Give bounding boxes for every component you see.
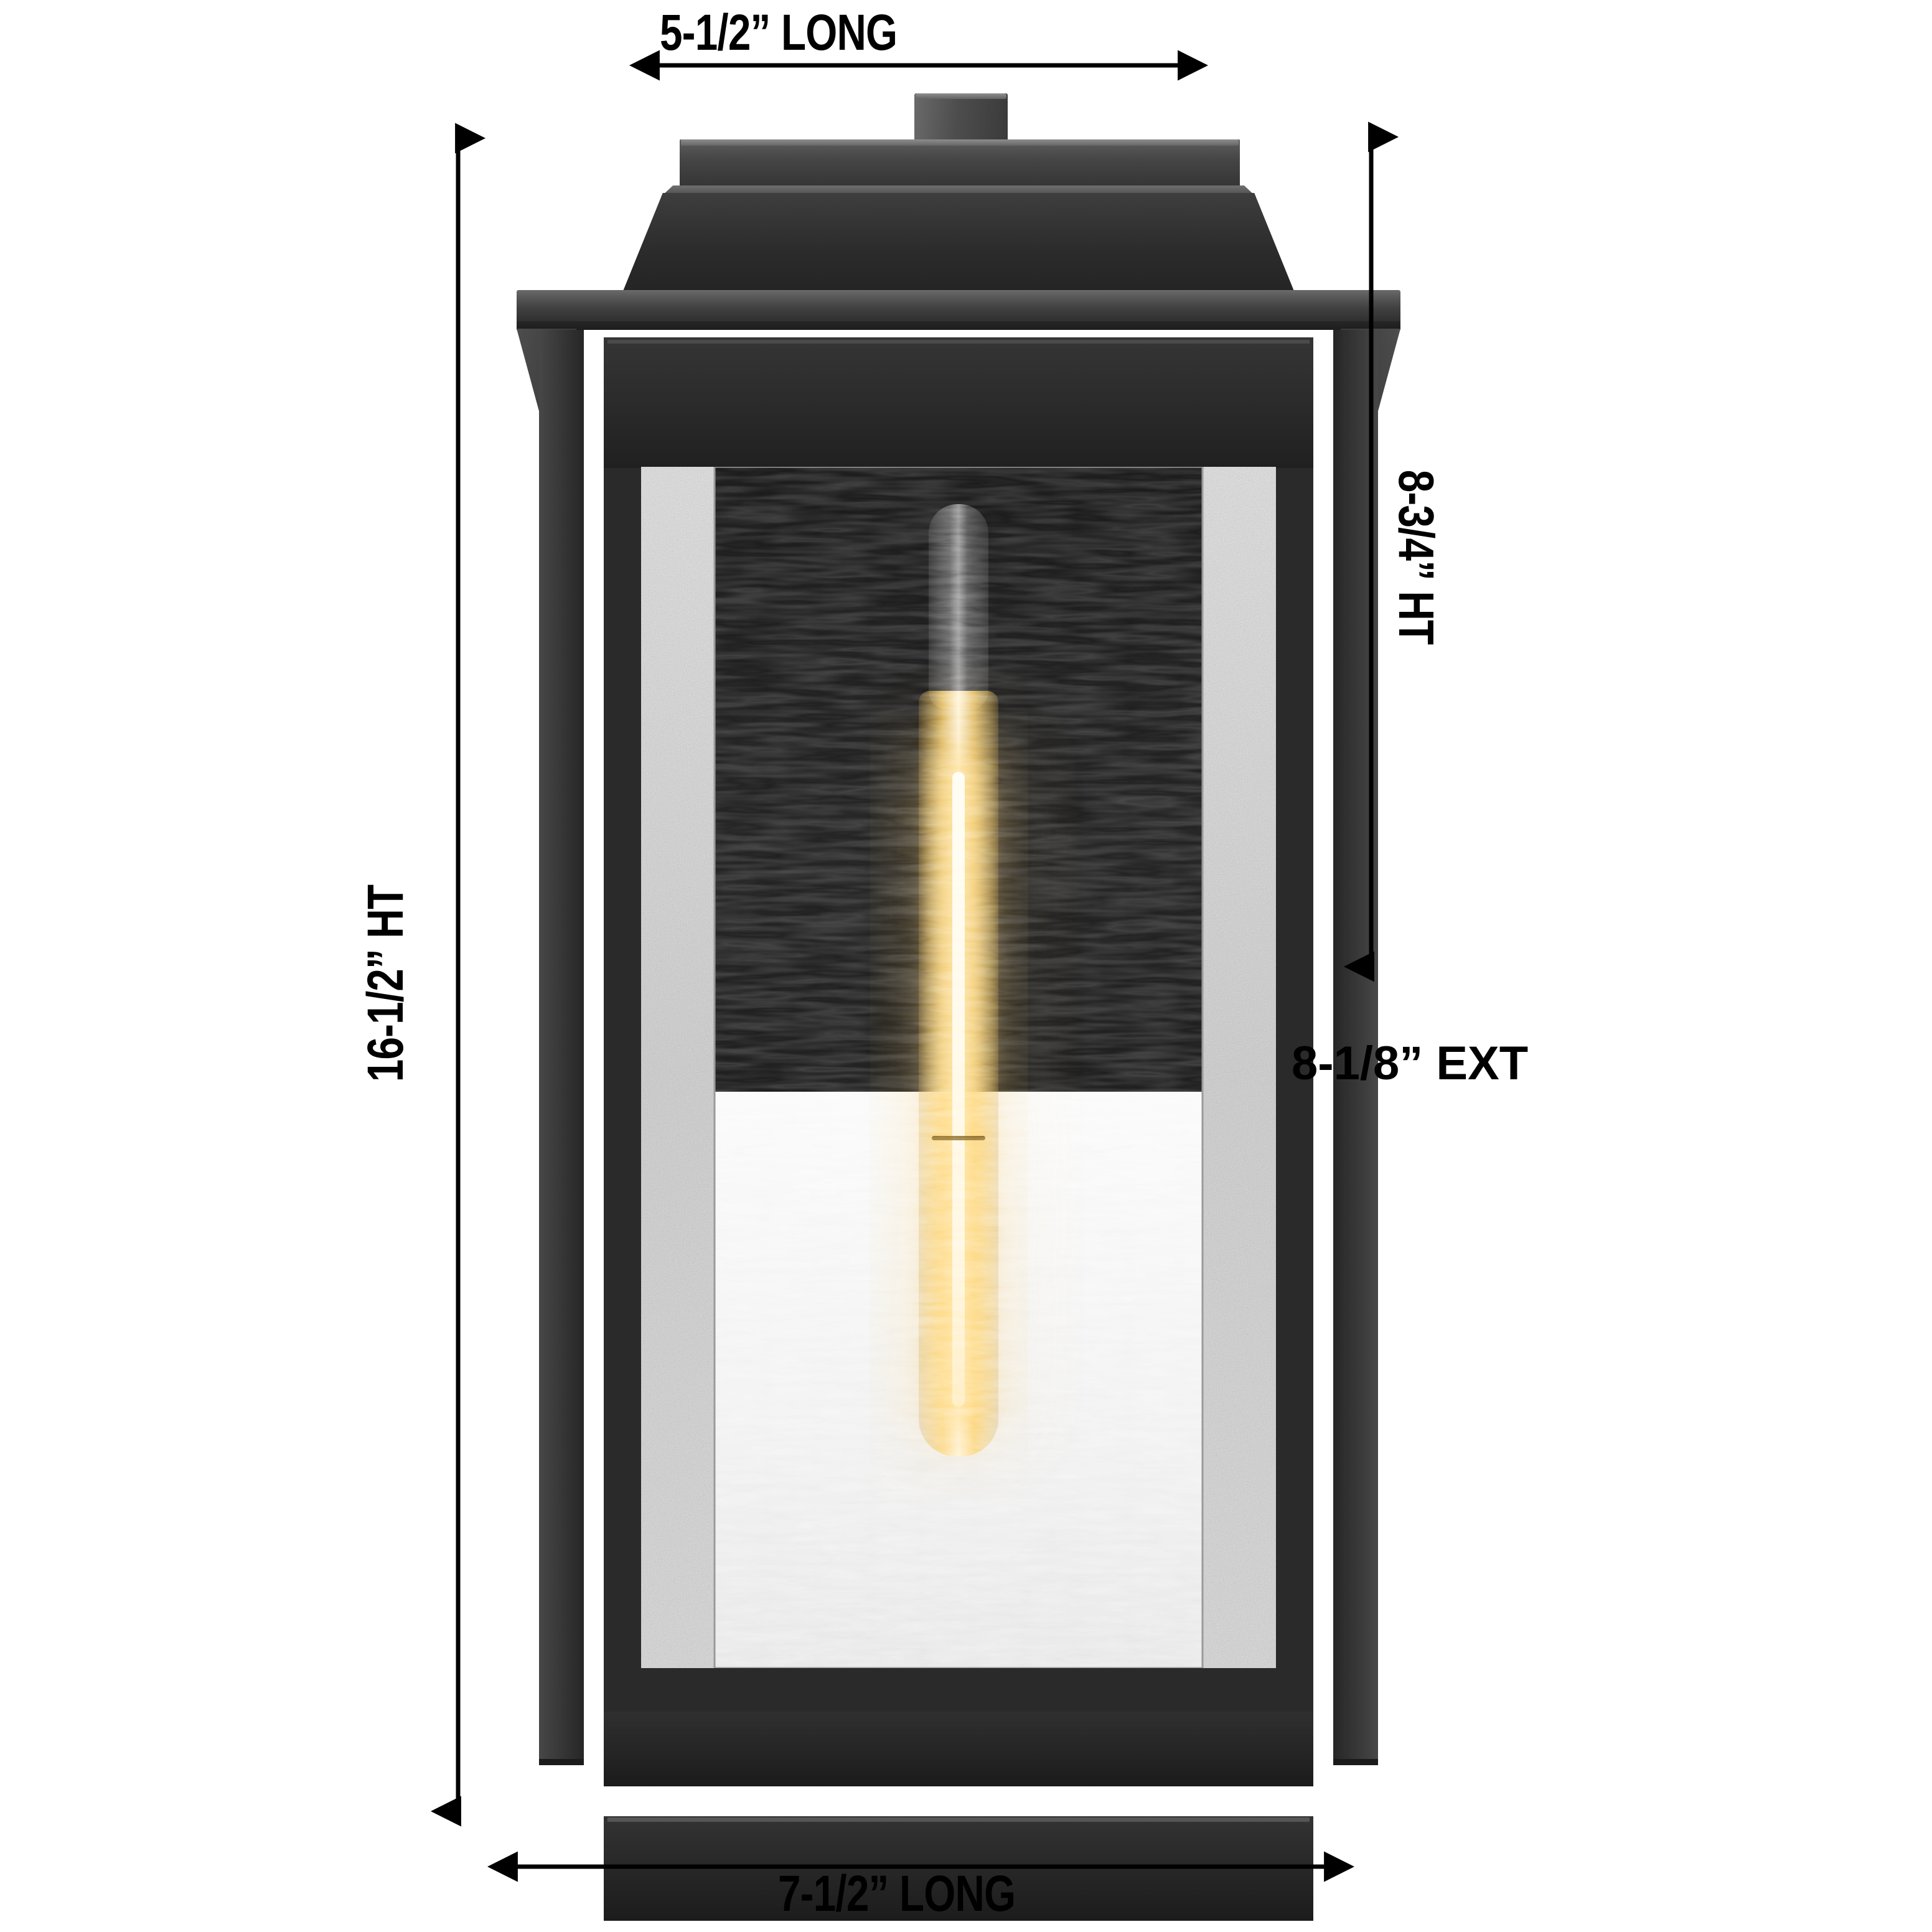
glass-outline	[713, 467, 1204, 1668]
post-foot-right	[1333, 1759, 1378, 1765]
dimension-label-extension: 8-1/8” EXT	[1292, 1037, 1529, 1090]
dimension-label-top-length: 5-1/2” LONG	[660, 4, 898, 61]
glass-aperture	[641, 467, 1276, 1668]
dimension-label-right-wrap: 8-3/4” HT	[1379, 411, 1453, 703]
bottom-rail	[604, 1712, 1313, 1786]
inner-frame-header-highlight	[607, 340, 1310, 344]
cap-plate-highlight	[681, 139, 1239, 146]
base-plate-highlight	[607, 1817, 1310, 1822]
bottom-gap	[604, 1786, 1313, 1816]
inner-frame-header	[604, 337, 1313, 468]
tapered-hood	[622, 193, 1295, 293]
post-foot-left	[539, 1759, 584, 1765]
dimension-label-left-wrap: 16-1/2” HT	[349, 809, 423, 1158]
post-left	[539, 330, 584, 1761]
water-ripple-texture	[715, 467, 1203, 1668]
dimension-label-overall-height: 16-1/2” HT	[357, 884, 414, 1082]
cap-plate	[680, 139, 1240, 190]
finial-tab-highlight	[916, 93, 1006, 99]
roof-flange-edge	[517, 321, 1400, 330]
roof-flange	[517, 290, 1400, 322]
dimension-label-bottom-length: 7-1/2” LONG	[778, 1865, 1016, 1922]
wall-lantern-illustration	[517, 93, 1400, 1921]
dimension-label-upper-height: 8-3/4” HT	[1389, 469, 1444, 645]
water-glass-panel	[715, 467, 1203, 1668]
